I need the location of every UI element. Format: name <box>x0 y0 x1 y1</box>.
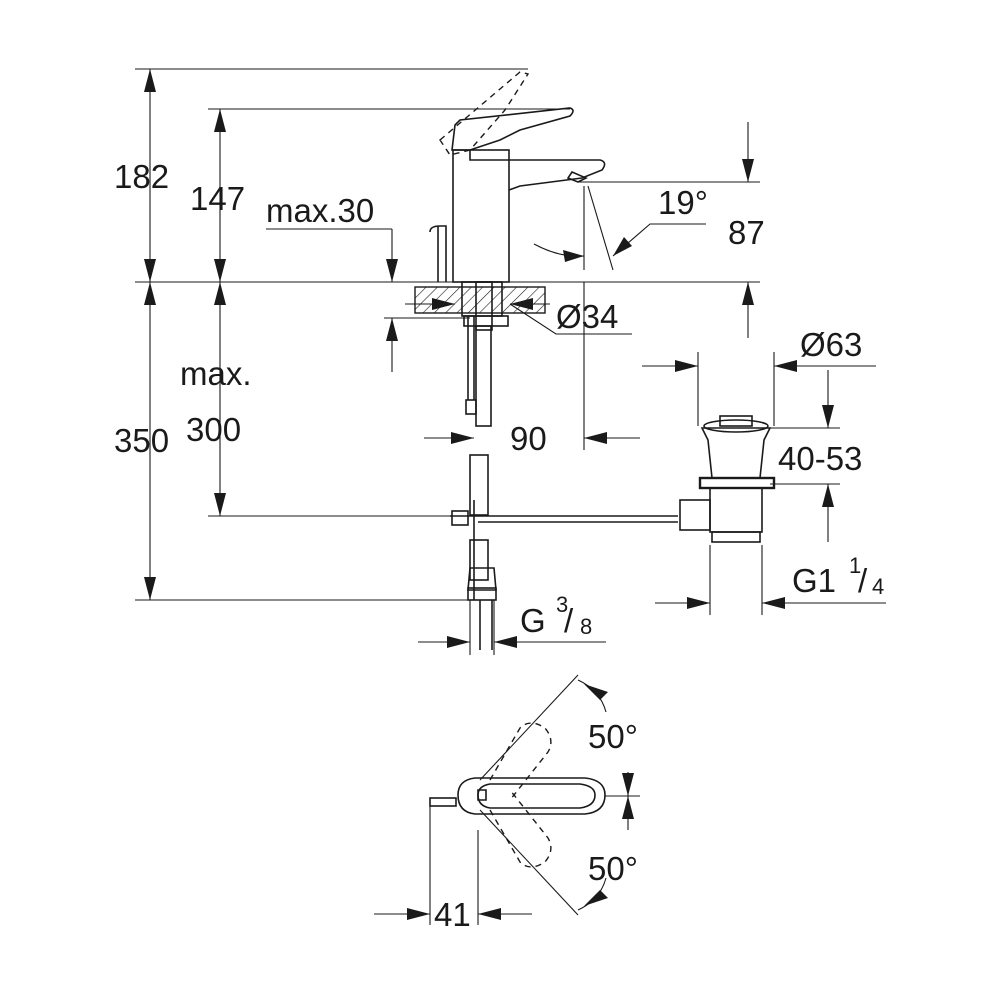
dim-87: 87 <box>728 214 765 251</box>
angle-50-bottom: 50° <box>588 850 638 887</box>
svg-text:/: / <box>858 562 868 599</box>
faucet-top-view <box>429 722 606 925</box>
svg-text:/: / <box>564 602 574 639</box>
dim-41: 41 <box>434 896 471 933</box>
dim-g114-num: 1 <box>849 553 861 578</box>
dim-g38-num: 3 <box>556 592 568 617</box>
dim-g114-main: G1 <box>792 562 836 599</box>
dim-147: 147 <box>190 180 245 217</box>
dim-40-53: 40-53 <box>778 440 862 477</box>
angle-50-top: 50° <box>588 718 638 755</box>
dim-350: 350 <box>114 422 169 459</box>
dim-g114-den: 4 <box>872 574 884 599</box>
dim-182: 182 <box>114 158 169 195</box>
faucet-front-view <box>429 71 606 283</box>
dim-dia63: Ø63 <box>800 326 862 363</box>
angle-19: 19° <box>658 184 708 221</box>
dim-g38-main: G <box>520 602 546 639</box>
dim-90: 90 <box>510 420 547 457</box>
dim-max30: max.30 <box>266 192 374 229</box>
drain-assembly <box>679 415 776 543</box>
dim-dia34: Ø34 <box>556 298 618 335</box>
dim-max-label: max. <box>180 355 252 392</box>
dim-300: 300 <box>186 411 241 448</box>
dim-g38-den: 8 <box>580 614 592 639</box>
